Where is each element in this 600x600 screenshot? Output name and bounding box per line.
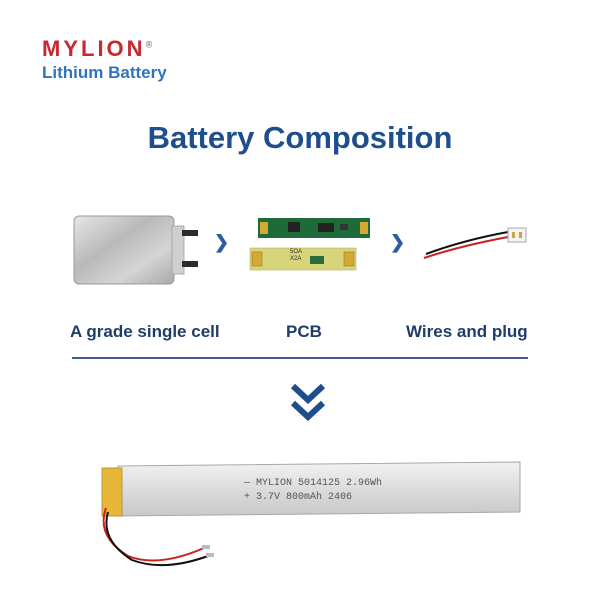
component-label: A grade single cell (70, 322, 220, 341)
chevron-right-icon: ❯ (214, 232, 230, 252)
brand-logo: MYLION® (42, 36, 155, 62)
component-label: Wires and plug (406, 322, 528, 341)
chevron-right-icon: ❯ (390, 232, 406, 252)
pcb-icon (248, 216, 372, 274)
pcb-mark: 5OA (290, 249, 303, 255)
component-label: PCB (286, 322, 322, 341)
registered-mark: ® (145, 39, 156, 50)
divider (72, 357, 528, 359)
battery-print-line: — MYLION 5014125 2.96Wh (244, 478, 383, 489)
chevron-double-down-icon (290, 383, 326, 423)
wire-plug-icon (420, 220, 532, 262)
finished-battery-image (88, 456, 528, 580)
pouch-cell-icon (72, 212, 202, 288)
battery-print-line: + 3.7V 800mAh 2406 (244, 492, 353, 503)
brand-tagline: Lithium Battery (42, 63, 167, 82)
page-title: Battery Composition (147, 120, 453, 155)
pcb-mark: X2A (290, 256, 302, 262)
brand-logo-text: MYLION (42, 36, 146, 61)
